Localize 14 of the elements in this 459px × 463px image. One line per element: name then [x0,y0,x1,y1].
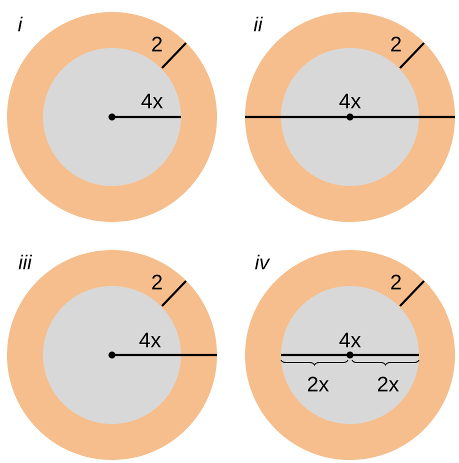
dimension-label: 2 [391,274,401,290]
dimension-label: 4x [339,332,361,348]
dimension-label: 2x [378,376,399,392]
panel-label: iv [255,254,270,270]
dimension-label: 4x [141,94,163,108]
dimension-label: 2 [391,36,401,52]
dimension-label: 2 [152,274,162,290]
panel-label: iii [18,254,32,270]
dimension-label: 2 [152,36,162,52]
panel-label: i [18,16,23,32]
dimension-label: 4x [339,94,361,108]
panel-label: ii [254,16,263,32]
dimension-label: 2x [308,376,329,392]
dimension-label: 4x [139,332,161,348]
